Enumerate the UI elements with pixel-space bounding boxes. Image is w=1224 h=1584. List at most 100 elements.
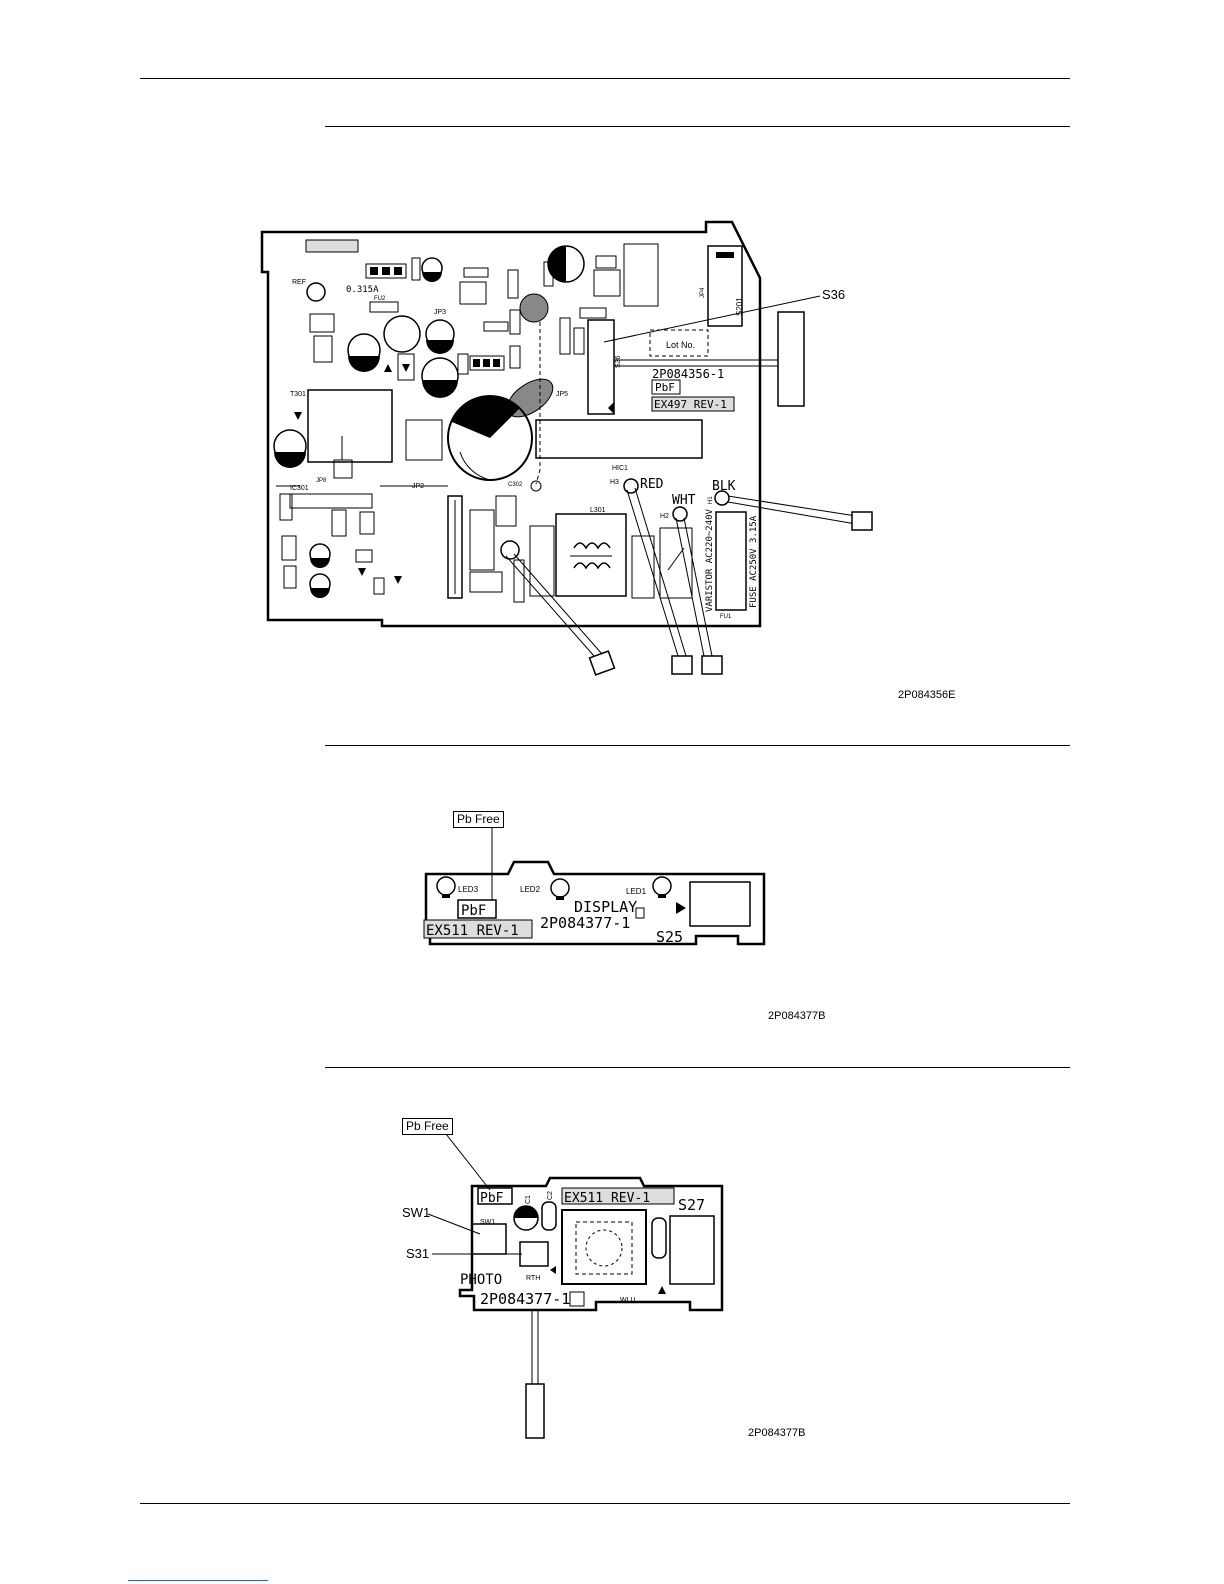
drawing-number-main: 2P084356E	[898, 689, 956, 701]
photo-silk-s27: S27	[678, 1196, 705, 1214]
part-324	[405, 419, 443, 461]
part-332	[279, 493, 293, 521]
part-207	[463, 267, 489, 278]
section-rule-3	[325, 1067, 1070, 1068]
part-c204	[543, 261, 554, 287]
part-q302	[355, 549, 373, 563]
plug-wht	[701, 655, 723, 675]
varistor-block	[659, 527, 693, 599]
photo-silk-part-no: 2P084377-1	[480, 1290, 570, 1308]
silk-wht: WHT	[672, 493, 696, 508]
part-386	[397, 353, 415, 381]
callout-s36: S36	[822, 287, 846, 302]
photo-silk-rth: RTH	[526, 1275, 540, 1282]
silk-pbf: PbF	[655, 381, 675, 394]
part-317	[411, 257, 421, 281]
section-rule-2	[325, 745, 1070, 746]
capacitor-c2	[541, 1201, 557, 1231]
connector-s201	[707, 245, 743, 327]
connector-s36	[587, 319, 615, 415]
lot-number-box	[649, 329, 709, 357]
photo-silk-c1: C1	[525, 1195, 532, 1204]
display-rev-box	[423, 919, 533, 939]
fuse-fu1	[715, 511, 747, 611]
silk-c302: C302	[508, 482, 523, 488]
part-384	[283, 565, 297, 589]
gray-dot-marker	[519, 293, 549, 323]
silk-jp2: JP2	[412, 483, 424, 490]
terminal-h4	[500, 540, 520, 560]
display-silk-pbf: PbF	[461, 903, 486, 919]
photo-silk-photo: PHOTO	[460, 1272, 502, 1288]
fuse-fu2	[369, 301, 399, 313]
silk-l301: L301	[590, 507, 606, 514]
inductor-l301	[555, 513, 627, 597]
silk-blk: BLK	[712, 479, 736, 494]
display-silk-rev: EX511 REV-1	[426, 923, 519, 939]
photo-receiver-window	[669, 1215, 715, 1285]
part-208	[483, 321, 509, 332]
part-310	[495, 495, 517, 527]
silk-s36: S36	[615, 355, 622, 368]
silk-h1: H1	[708, 496, 714, 504]
plug-earth	[588, 650, 616, 676]
display-pbf-box	[457, 899, 497, 919]
photo-silk-sw1: SW1	[480, 1219, 495, 1226]
silk-part-no: 2P084356-1	[652, 367, 724, 381]
part-ic301-reg	[313, 335, 333, 363]
callout-sw1: SW1	[402, 1205, 431, 1220]
pb-free-label-display: Pb Free	[453, 811, 504, 828]
part-c305	[359, 511, 375, 535]
part-313	[457, 353, 469, 375]
part-203	[595, 255, 617, 269]
part-361	[529, 525, 555, 597]
silk-red: RED	[640, 477, 664, 492]
display-silk-s25: S25	[656, 928, 683, 946]
part-q301	[373, 577, 385, 595]
photo-silk-pbf: PbF	[480, 1191, 504, 1206]
display-silk-led1: LED1	[626, 887, 647, 896]
drawing-number-photo: 2P084377B	[748, 1427, 806, 1439]
transformer-t301	[307, 389, 393, 463]
display-receiver	[689, 881, 751, 927]
part-309	[509, 309, 521, 335]
part-c201	[507, 269, 519, 299]
silk-fu1: FU1	[720, 614, 732, 620]
footer-rule	[140, 1503, 1070, 1504]
photo-silk-rev: EX511 REV-1	[564, 1191, 650, 1206]
rev-marking-box	[651, 396, 735, 412]
silk-h2: H2	[660, 513, 669, 520]
capacitor-large-1	[383, 315, 421, 353]
capacitor-c104	[631, 535, 655, 599]
silk-t301: T301	[290, 391, 306, 398]
photo-part-no-box	[569, 1291, 585, 1307]
header-rule	[140, 78, 1070, 79]
s36-external-connector	[777, 311, 805, 407]
drawing-number-display: 2P084377B	[768, 1010, 826, 1022]
ic302-connector	[469, 355, 505, 371]
part-205	[579, 307, 607, 319]
silk-varistor: VARISTOR AC220~240V	[705, 508, 715, 612]
terminal-h1-blk	[714, 490, 730, 506]
silk-lot: Lot No.	[666, 340, 695, 350]
connector-cn301	[447, 495, 463, 599]
silk-s201: S201	[735, 297, 744, 316]
s36-leader-line	[603, 295, 821, 343]
silk-jp4: JP4	[700, 287, 706, 298]
ref-led	[306, 282, 326, 302]
part-303	[333, 459, 353, 479]
photo-rev-box	[561, 1187, 675, 1205]
silk-fu2: FU2	[374, 296, 386, 302]
silk-h3: H3	[610, 479, 619, 486]
part-201	[623, 243, 659, 307]
part-301	[469, 509, 495, 571]
part-312	[509, 345, 521, 369]
plug-red	[671, 655, 693, 675]
hic1-module	[535, 419, 703, 459]
part-ic202	[459, 281, 487, 305]
part-jp1	[331, 509, 347, 537]
connector-s31	[519, 1241, 549, 1267]
pbf-marking-box	[651, 379, 681, 395]
